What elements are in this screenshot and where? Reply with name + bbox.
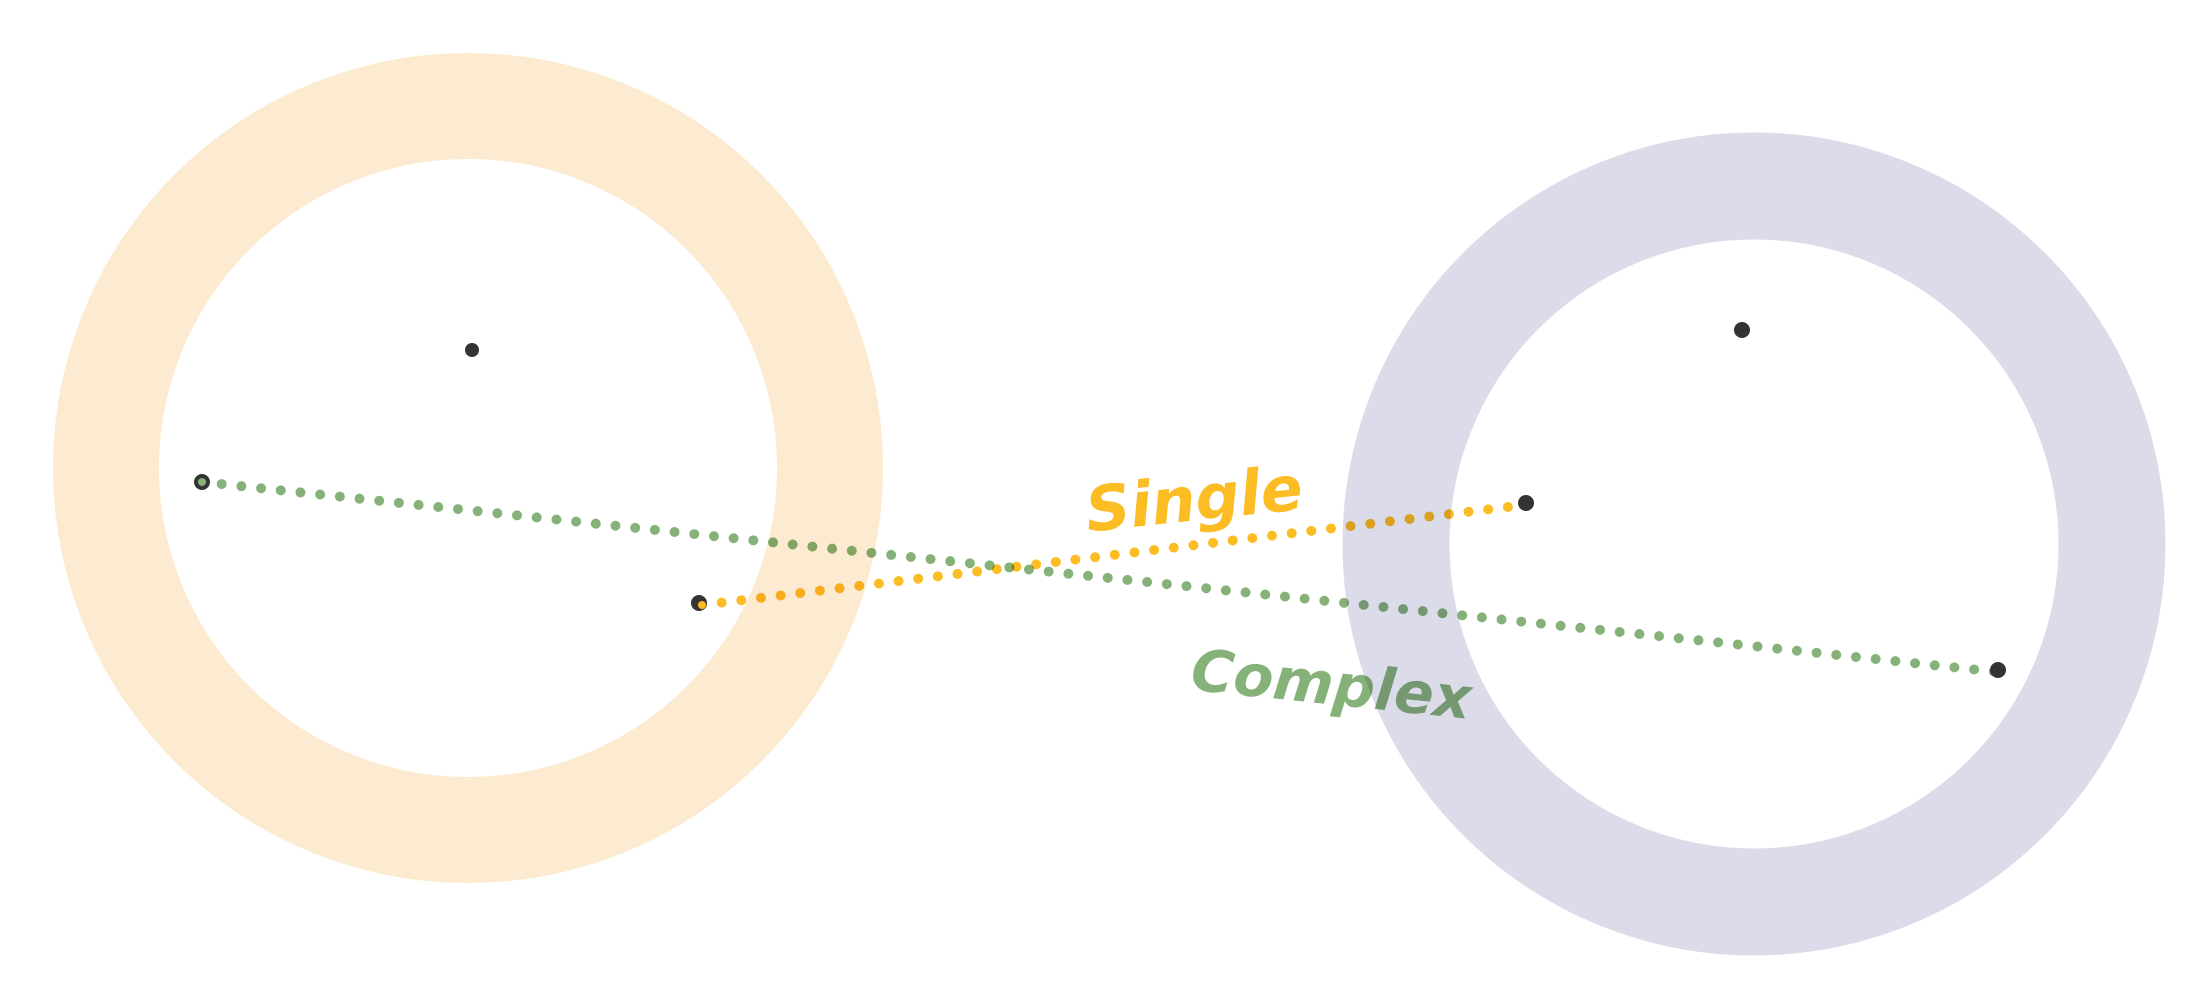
point-right-center <box>1734 322 1750 338</box>
complex-dotted-line <box>197 477 2003 677</box>
complex-start-marker <box>198 478 206 486</box>
single-start-marker <box>698 601 706 609</box>
right-ring <box>1342 132 2166 956</box>
single-dotted-line <box>697 501 1521 610</box>
left-ring <box>53 53 883 883</box>
point-complex-end <box>1990 662 2006 678</box>
point-left-center <box>465 343 479 357</box>
point-single-end <box>1518 495 1534 511</box>
